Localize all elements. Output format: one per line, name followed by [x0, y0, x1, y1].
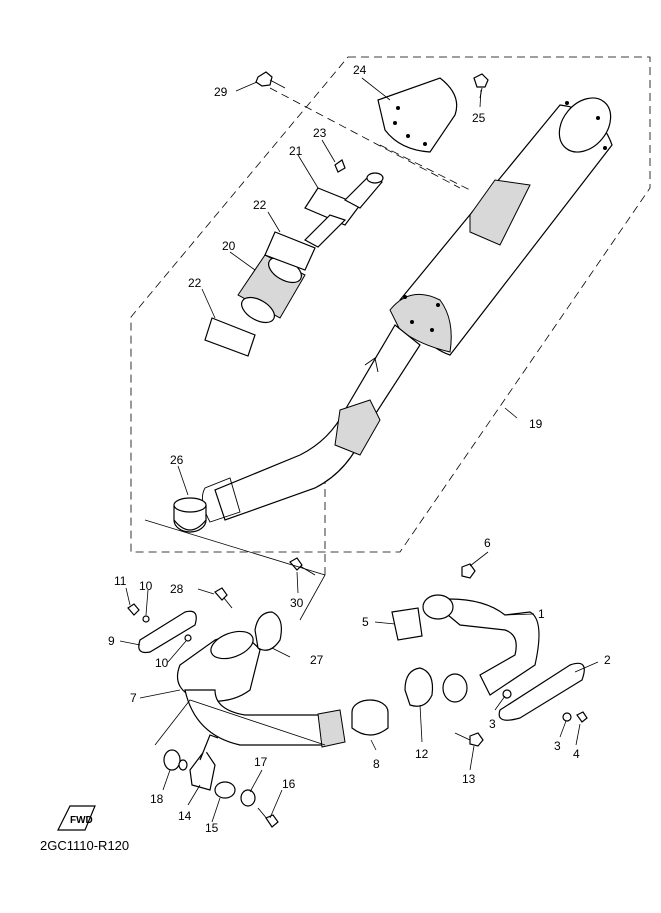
label-3b: 3: [554, 739, 561, 753]
bolt-29: [255, 71, 286, 89]
joint-8: [351, 699, 389, 736]
label-22-lower: 22: [188, 276, 202, 290]
bolt-30: [289, 557, 316, 576]
label-18: 18: [150, 792, 164, 806]
heat-plate-9: [138, 610, 197, 654]
fwd-arrow-icon: FWD: [57, 805, 96, 831]
washer-10-lower: [184, 634, 192, 642]
label-23: 23: [313, 126, 327, 140]
muffler-body: [389, 97, 613, 356]
protector-2: [498, 662, 585, 721]
leader: [154, 699, 326, 746]
muffler-assembly-boundary: [130, 56, 651, 553]
label-9: 9: [108, 634, 115, 648]
label-19: 19: [529, 417, 543, 431]
sleeve-26: [173, 497, 207, 533]
bolt-4: [576, 711, 588, 723]
muffler-inlet-pipe: [201, 324, 421, 523]
label-22-upper: 22: [253, 198, 267, 212]
damper-15: [214, 781, 236, 799]
heat-guard-24: [377, 77, 458, 153]
exhaust-pipe-1: [422, 594, 540, 696]
diagram-code: 2GC1110-R120: [40, 838, 130, 853]
label-26: 26: [170, 453, 184, 467]
washer-3b: [562, 712, 572, 722]
gasket-22-lower: [204, 317, 256, 357]
label-27: 27: [310, 653, 324, 667]
label-17: 17: [254, 755, 268, 769]
clamp-27: [254, 611, 282, 651]
tail-pipe-21: [304, 172, 384, 248]
label-3a: 3: [489, 717, 496, 731]
collar-18: [163, 749, 188, 771]
clamp-12: [404, 667, 434, 707]
label-7: 7: [130, 691, 137, 705]
label-8: 8: [373, 757, 380, 771]
leader: [144, 519, 326, 621]
label-10-upper: 10: [139, 579, 153, 593]
bolt-16: [257, 807, 279, 828]
dashed-leader: [269, 87, 461, 189]
label-1: 1: [538, 607, 545, 621]
label-30: 30: [290, 596, 304, 610]
label-29: 29: [214, 85, 228, 99]
label-13: 13: [462, 772, 476, 786]
outlet-pipe: [442, 673, 468, 703]
label-12: 12: [415, 747, 429, 761]
label-15: 15: [205, 821, 219, 835]
label-leaders: [119, 77, 599, 823]
fwd-label: FWD: [70, 815, 93, 826]
label-6: 6: [484, 536, 491, 550]
label-28: 28: [170, 582, 184, 596]
label-4: 4: [573, 747, 580, 761]
dashed-leader: [379, 144, 471, 191]
exhaust-pipe-7: [176, 630, 346, 748]
nut-6: [461, 563, 476, 579]
gasket-5: [391, 607, 423, 641]
label-11: 11: [114, 574, 127, 588]
screw-23: [334, 159, 346, 173]
label-24: 24: [353, 63, 367, 77]
washer-17: [240, 789, 256, 807]
bracket-arm-14: [199, 734, 219, 761]
label-14: 14: [178, 809, 192, 823]
label-25: 25: [472, 111, 486, 125]
bolt-11: [127, 603, 140, 616]
washer-10-upper: [142, 615, 150, 623]
bolt-13: [454, 732, 484, 747]
label-21: 21: [289, 144, 303, 158]
label-16: 16: [282, 777, 296, 791]
gasket-22-upper: [264, 231, 316, 271]
label-20: 20: [222, 239, 236, 253]
label-2: 2: [604, 653, 611, 667]
label-5: 5: [362, 615, 369, 629]
bolt-28: [214, 587, 233, 609]
label-10-lower: 10: [155, 656, 169, 670]
